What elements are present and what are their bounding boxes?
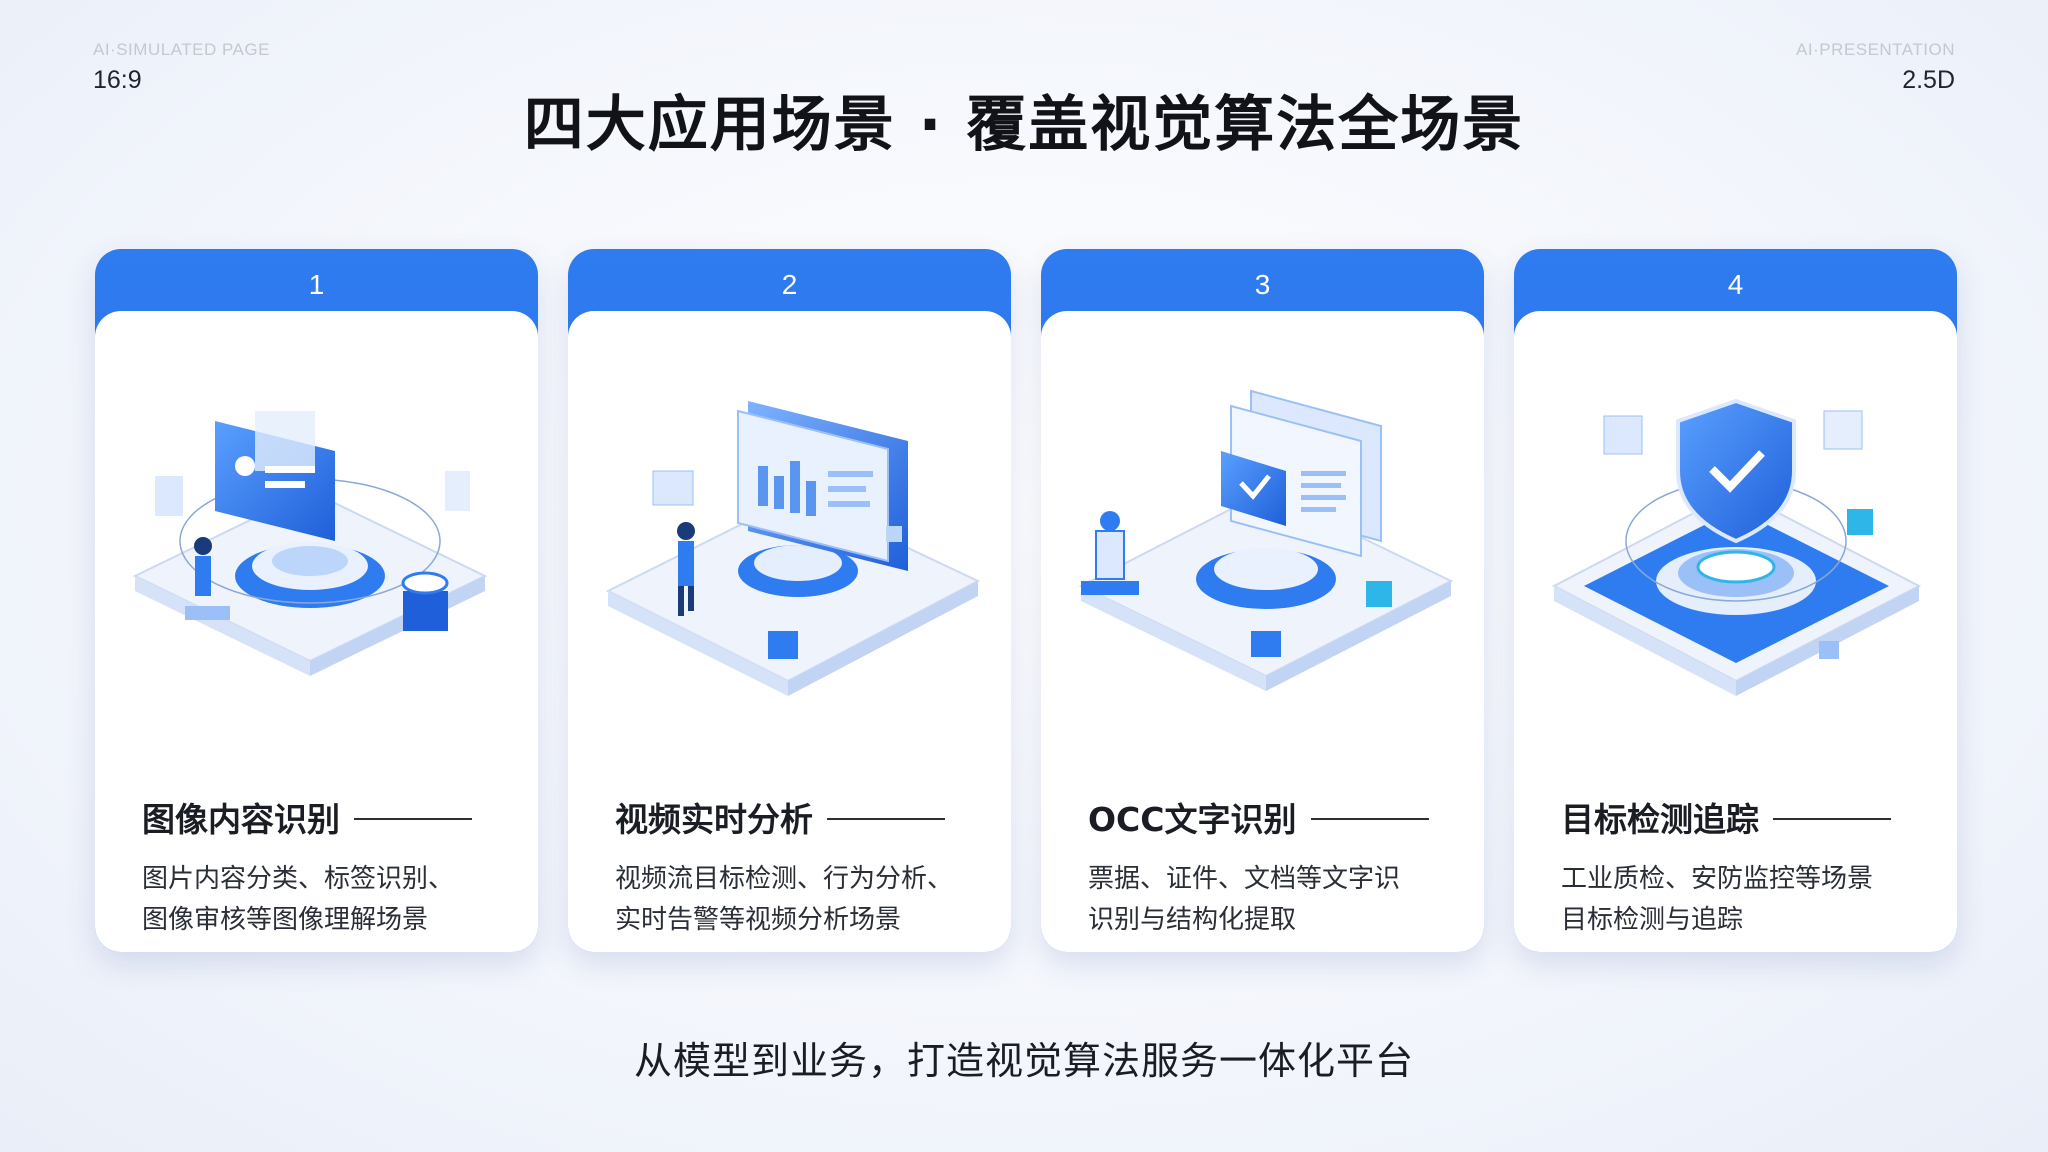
card-title-text: 目标检测追踪 xyxy=(1561,800,1759,839)
page-title: 四大应用场景 · 覆盖视觉算法全场景 xyxy=(523,90,1525,160)
card-number: 2 xyxy=(781,269,798,300)
card-desc-line: 实时告警等视频分析场景 xyxy=(615,905,902,935)
card-desc-line: 工业质检、安防监控等场景 xyxy=(1561,864,1874,894)
card-body: 图像内容识别 图片内容分类、标签识别、 图像审核等图像理解场景 xyxy=(95,311,538,952)
card-title-text: 图像内容识别 xyxy=(142,800,340,839)
aspect-ratio-tag: 16:9 xyxy=(93,66,142,94)
card-description: 工业质检、安防监控等场景 目标检测与追踪 xyxy=(1561,859,1927,941)
card-title: 图像内容识别 xyxy=(142,793,491,841)
scenario-card-2: 2 xyxy=(568,249,1011,952)
card-title: 目标检测追踪 xyxy=(1561,793,1910,841)
card-desc-line: 目标检测与追踪 xyxy=(1561,905,1744,935)
card-title-text: 视频实时分析 xyxy=(615,800,813,839)
shield-detection-illustration-icon xyxy=(1551,398,1922,696)
card-number: 3 xyxy=(1254,269,1271,300)
card-desc-line: 视频流目标检测、行为分析、 xyxy=(615,864,954,894)
corner-left-watermark: AI·SIMULATED PAGE xyxy=(93,40,270,59)
card-description: 票据、证件、文档等文字识 识别与结构化提取 xyxy=(1088,859,1454,941)
ocr-illustration-icon xyxy=(1078,389,1454,691)
image-recognition-illustration-icon xyxy=(132,411,488,676)
card-desc-line: 图片内容分类、标签识别、 xyxy=(142,864,455,894)
scenario-cards: 1 xyxy=(95,249,1957,952)
scenario-card-4: 4 xyxy=(1514,249,1957,952)
video-analysis-illustration-icon xyxy=(605,401,981,696)
card-desc-line: 图像审核等图像理解场景 xyxy=(142,905,429,935)
card-description: 视频流目标检测、行为分析、 实时告警等视频分析场景 xyxy=(615,859,981,941)
card-body: OCC文字识别 票据、证件、文档等文字识 识别与结构化提取 xyxy=(1041,311,1484,952)
card-description: 图片内容分类、标签识别、 图像审核等图像理解场景 xyxy=(142,859,508,941)
footer-slogan: 从模型到业务，打造视觉算法服务一体化平台 xyxy=(633,1039,1414,1083)
title-divider xyxy=(354,818,472,820)
scenario-card-3: 3 xyxy=(1041,249,1484,952)
scenario-card-1: 1 xyxy=(95,249,538,952)
title-divider xyxy=(827,818,945,820)
card-desc-line: 票据、证件、文档等文字识 xyxy=(1088,864,1401,894)
card-number: 4 xyxy=(1727,269,1744,300)
corner-right-watermark: AI·PRESENTATION xyxy=(1796,40,1955,59)
card-number: 1 xyxy=(308,269,325,300)
card-title-text: OCC文字识别 xyxy=(1088,800,1297,839)
card-body: 目标检测追踪 工业质检、安防监控等场景 目标检测与追踪 xyxy=(1514,311,1957,952)
corner-left: AI·SIMULATED PAGE 16:9 xyxy=(93,40,270,95)
card-title: OCC文字识别 xyxy=(1088,793,1437,841)
card-body: 视频实时分析 视频流目标检测、行为分析、 实时告警等视频分析场景 xyxy=(568,311,1011,952)
title-divider xyxy=(1773,818,1891,820)
card-title: 视频实时分析 xyxy=(615,793,964,841)
card-desc-line: 识别与结构化提取 xyxy=(1088,905,1297,935)
corner-right: AI·PRESENTATION 2.5D xyxy=(1796,40,1955,95)
style-tag: 2.5D xyxy=(1902,66,1955,94)
title-divider xyxy=(1310,818,1429,820)
